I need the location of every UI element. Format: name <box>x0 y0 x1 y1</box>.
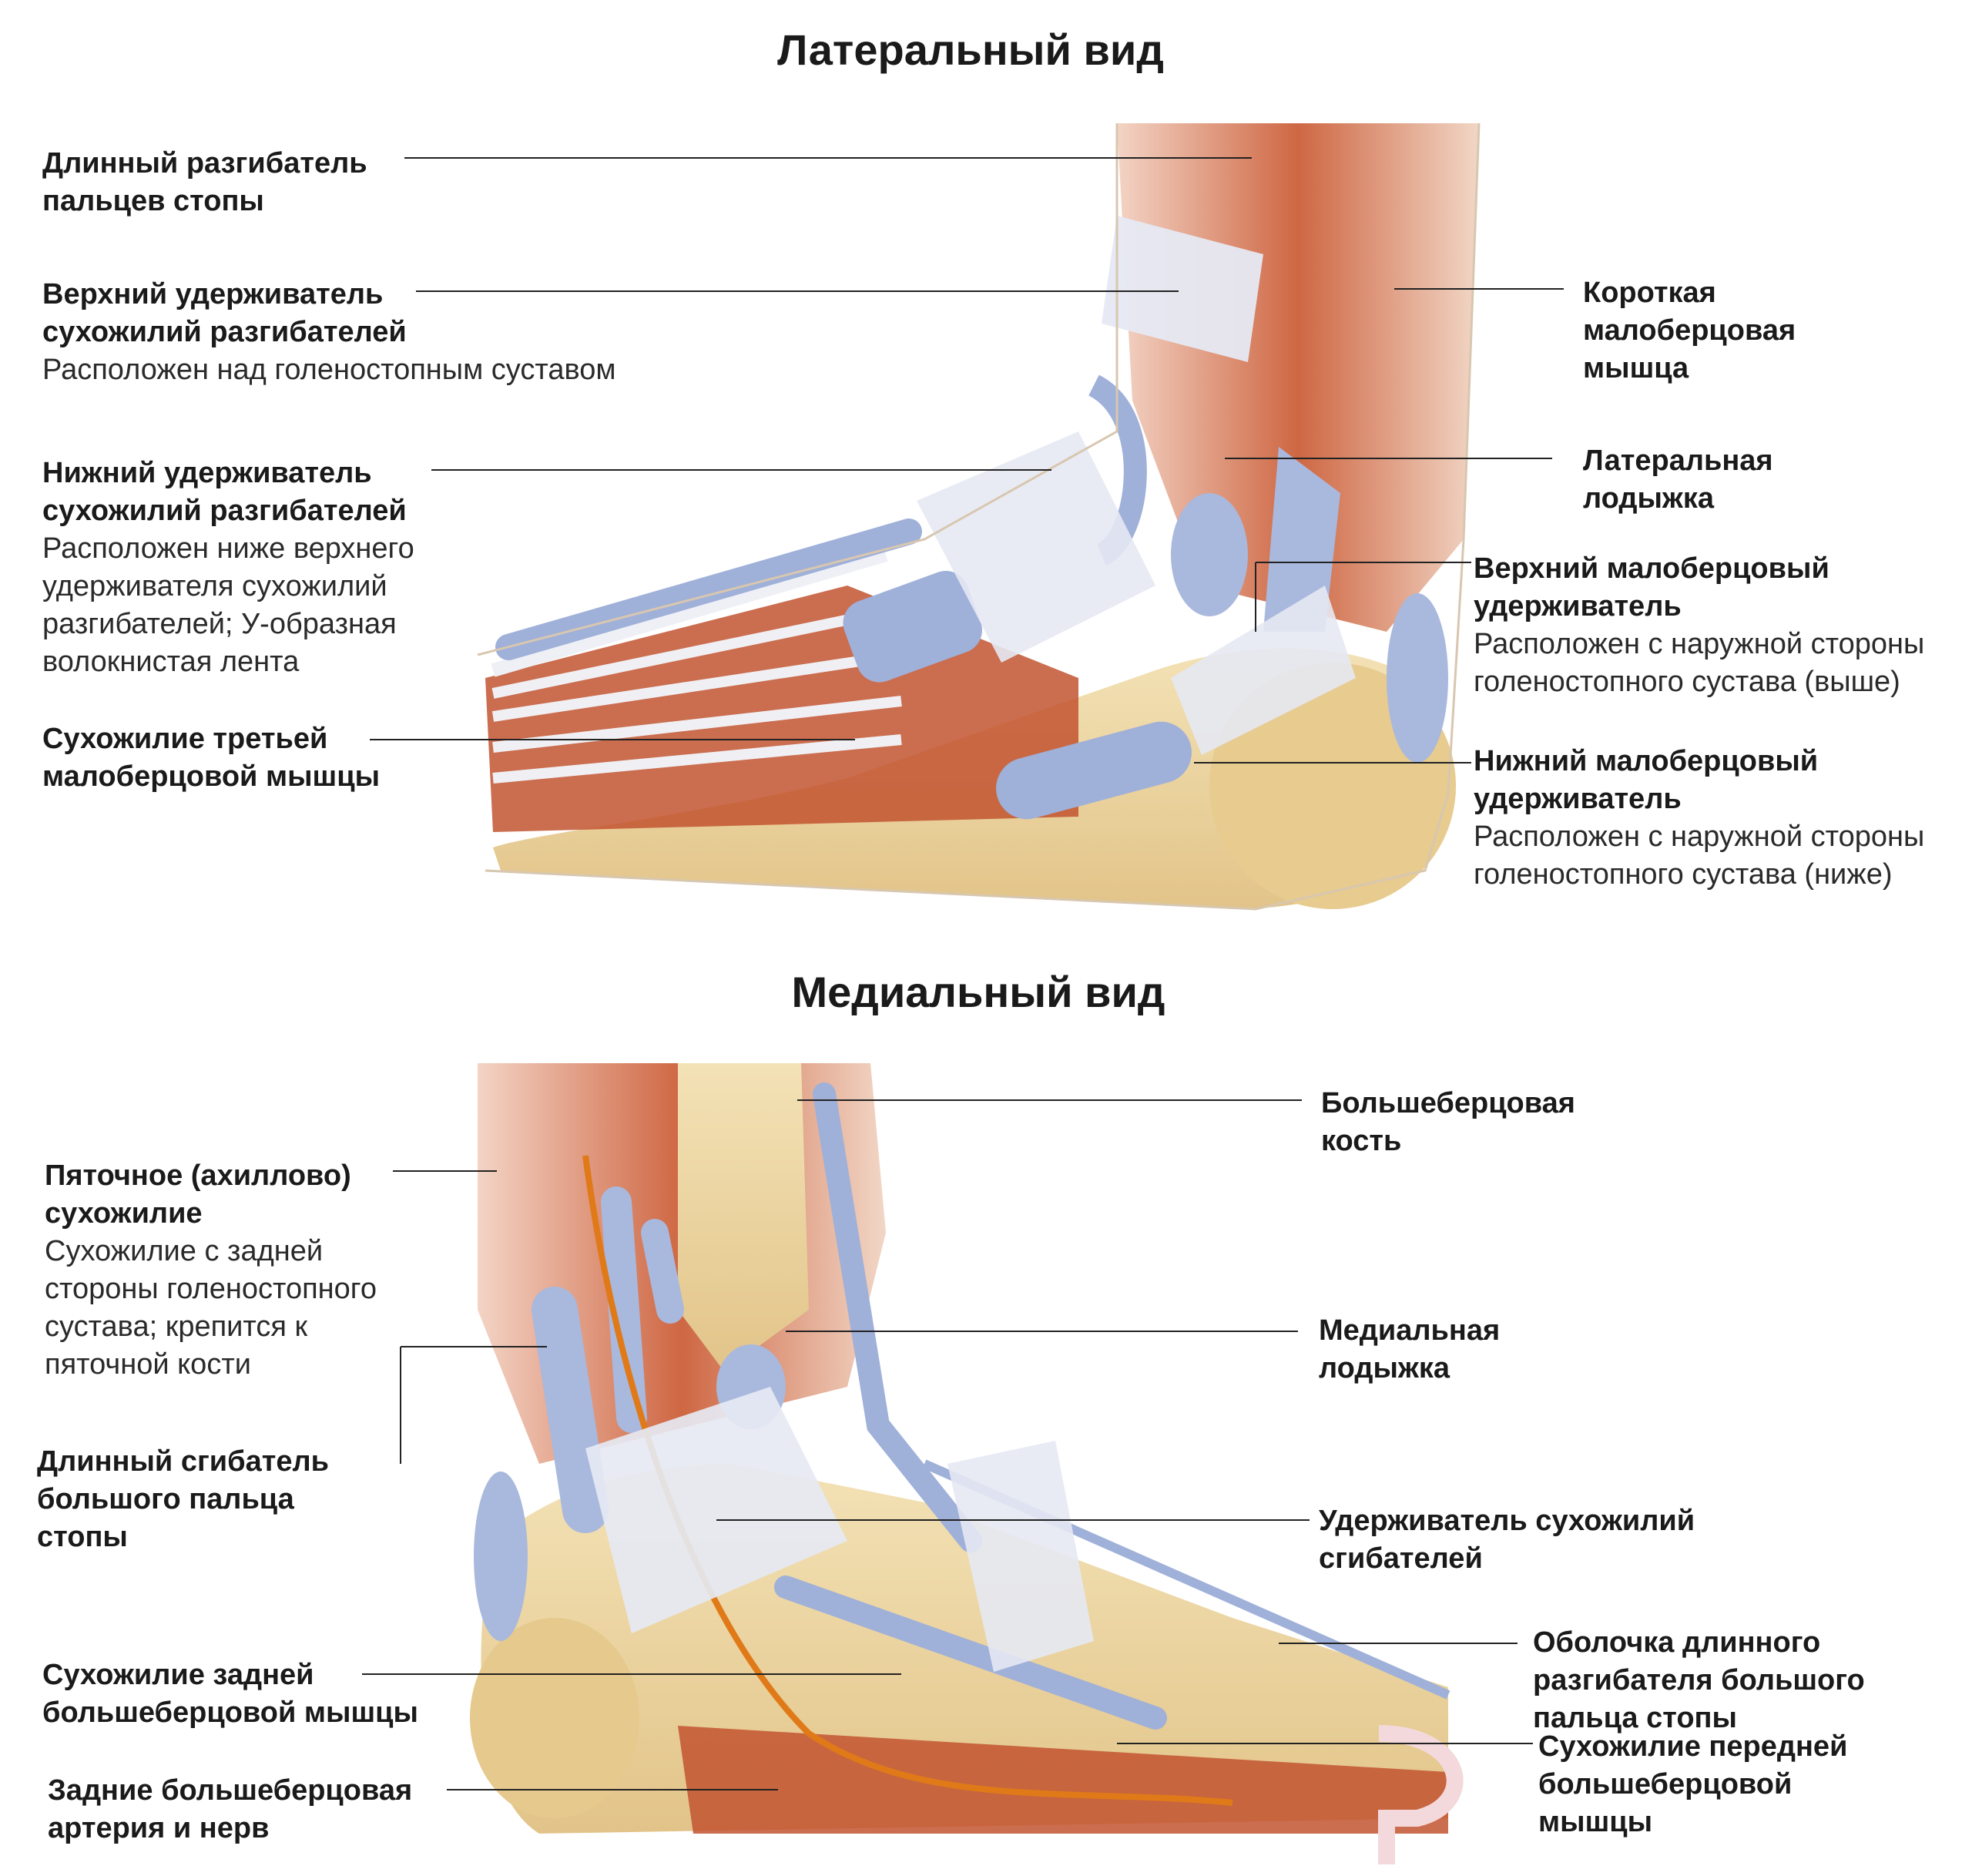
label-title: Оболочка длинного разгибателя большого п… <box>1533 1626 1865 1734</box>
label-title: Сухожилие задней большеберцовой мышцы <box>42 1659 418 1729</box>
label-title: Нижний удерживатель сухожилий разгибател… <box>42 457 407 527</box>
label-title: Большеберцовая кость <box>1321 1087 1575 1157</box>
label-title: Нижний малоберцовый удерживатель <box>1474 745 1819 815</box>
label-superior-extensor-retinaculum: Верхний удерживатель сухожилий разгибате… <box>42 276 659 389</box>
medial-foot-illustration <box>470 1063 1464 1864</box>
label-flexor-retinaculum: Удерживатель сухожилий сгибателей <box>1319 1502 1750 1578</box>
label-title: Длинный сгибатель большого пальца стопы <box>37 1445 330 1553</box>
label-title: Удерживатель сухожилий сгибателей <box>1319 1505 1695 1575</box>
lateral-view-title: Латеральный вид <box>777 25 1164 74</box>
label-tibialis-anterior-tendon: Сухожилие передней большеберцовой мышцы <box>1538 1728 1908 1841</box>
label-peroneus-brevis: Короткая малоберцовая мышца <box>1583 274 1829 388</box>
label-desc: Расположен над голеностопным суставом <box>42 354 616 386</box>
label-title: Длинный разгибатель пальцев стопы <box>42 147 367 217</box>
label-title: Сухожилие передней большеберцовой мышцы <box>1538 1730 1848 1838</box>
label-desc: Расположен с наружной стороны голеностоп… <box>1474 821 1925 891</box>
label-extensor-digitorum-longus: Длинный разгибатель пальцев стопы <box>42 145 404 220</box>
label-tibialis-posterior-tendon: Сухожилие задней большеберцовой мышцы <box>42 1656 474 1732</box>
label-title: Задние большеберцовая артерия и нерв <box>48 1774 413 1844</box>
label-posterior-tibial-artery-nerve: Задние большеберцовая артерия и нерв <box>48 1772 448 1847</box>
label-inferior-peroneal-retinaculum: Нижний малоберцовый удерживатель Располо… <box>1474 743 1951 894</box>
label-title: Короткая малоберцовая мышца <box>1583 277 1796 384</box>
label-flexor-hallucis-longus: Длинный сгибатель большого пальца стопы <box>37 1443 361 1556</box>
label-medial-malleolus: Медиальная лодыжка <box>1319 1312 1581 1388</box>
medial-view-title: Медиальный вид <box>791 968 1165 1016</box>
label-lateral-malleolus: Латеральная лодыжка <box>1583 442 1845 518</box>
leader-lines <box>362 157 1564 1790</box>
label-desc: Сухожилие с задней стороны голеностопног… <box>45 1235 377 1381</box>
label-title: Сухожилие третьей малоберцовой мышцы <box>42 723 381 793</box>
label-tibia: Большеберцовая кость <box>1321 1085 1598 1160</box>
label-desc: Расположен с наружной стороны голеностоп… <box>1474 628 1925 698</box>
label-superior-peroneal-retinaculum: Верхний малоберцовый удерживатель Распол… <box>1474 550 1959 701</box>
label-title: Верхний малоберцовый удерживатель <box>1474 552 1829 623</box>
label-extensor-hallucis-longus-sheath: Оболочка длинного разгибателя большого п… <box>1533 1624 1933 1737</box>
label-title: Медиальная лодыжка <box>1319 1314 1501 1384</box>
label-peroneus-tertius-tendon: Сухожилие третьей малоберцовой мышцы <box>42 720 404 796</box>
label-achilles-tendon: Пяточное (ахиллово) сухожилие Сухожилие … <box>45 1157 407 1384</box>
label-title: Латеральная лодыжка <box>1583 445 1773 515</box>
lateral-foot-illustration <box>477 122 1481 911</box>
label-desc: Расположен ниже верхнего удерживателя су… <box>42 532 414 678</box>
label-title: Пяточное (ахиллово) сухожилие <box>45 1159 351 1230</box>
label-title: Верхний удерживатель сухожилий разгибате… <box>42 278 407 348</box>
label-inferior-extensor-retinaculum: Нижний удерживатель сухожилий разгибател… <box>42 455 458 681</box>
